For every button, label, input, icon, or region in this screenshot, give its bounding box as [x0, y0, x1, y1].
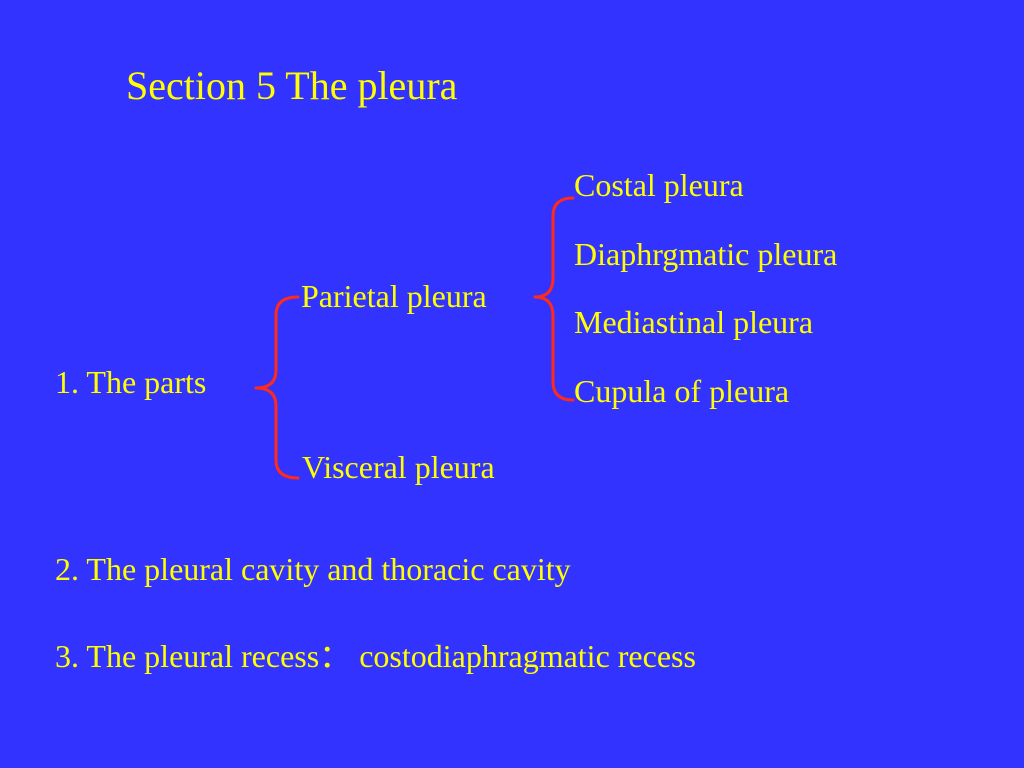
- parts-brace: [254, 295, 300, 480]
- mediastinal-pleura-label: Mediastinal pleura: [574, 304, 814, 340]
- item-1-parts-label: 1. The parts: [55, 364, 207, 400]
- parietal-brace: [533, 196, 575, 402]
- visceral-pleura-label: Visceral pleura: [302, 449, 495, 485]
- costal-pleura-label: Costal pleura: [574, 167, 744, 203]
- item-2-pleural-cavity: 2. The pleural cavity and thoracic cavit…: [55, 551, 571, 587]
- diaphragmatic-pleura-label: Diaphrgmatic pleura: [574, 236, 838, 272]
- item-3-pleural-recess: 3. The pleural recess： costodiaphragmati…: [55, 638, 696, 674]
- slide-title: Section 5 The pleura: [126, 63, 458, 108]
- parietal-pleura-label: Parietal pleura: [301, 278, 487, 314]
- cupula-of-pleura-label: Cupula of pleura: [574, 373, 790, 409]
